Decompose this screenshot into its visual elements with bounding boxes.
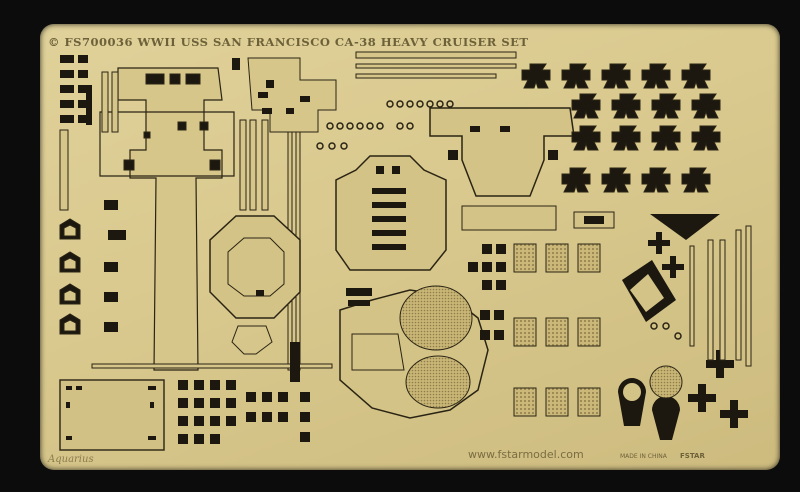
grate-parts-grid	[513, 243, 601, 417]
made-in-label: MADE IN CHINA	[620, 453, 668, 460]
round-hatch-parts	[618, 365, 683, 440]
sheet-title: © FS700036 WWII USS SAN FRANCISCO CA-38 …	[48, 35, 528, 49]
brand-right-logo: FSTAR	[680, 452, 705, 460]
octagon-part	[209, 215, 301, 355]
brand-left: Aquarius	[47, 454, 94, 465]
bridge-tower-part	[335, 155, 447, 271]
website-url: www.fstarmodel.com	[468, 448, 584, 461]
triangle-part	[622, 214, 720, 322]
davit-parts-grid	[521, 63, 721, 193]
superstructure-part	[429, 107, 575, 231]
main-deck-part	[99, 67, 235, 371]
mesh-deck-part	[339, 285, 489, 419]
bottom-deck-panel	[59, 379, 165, 451]
